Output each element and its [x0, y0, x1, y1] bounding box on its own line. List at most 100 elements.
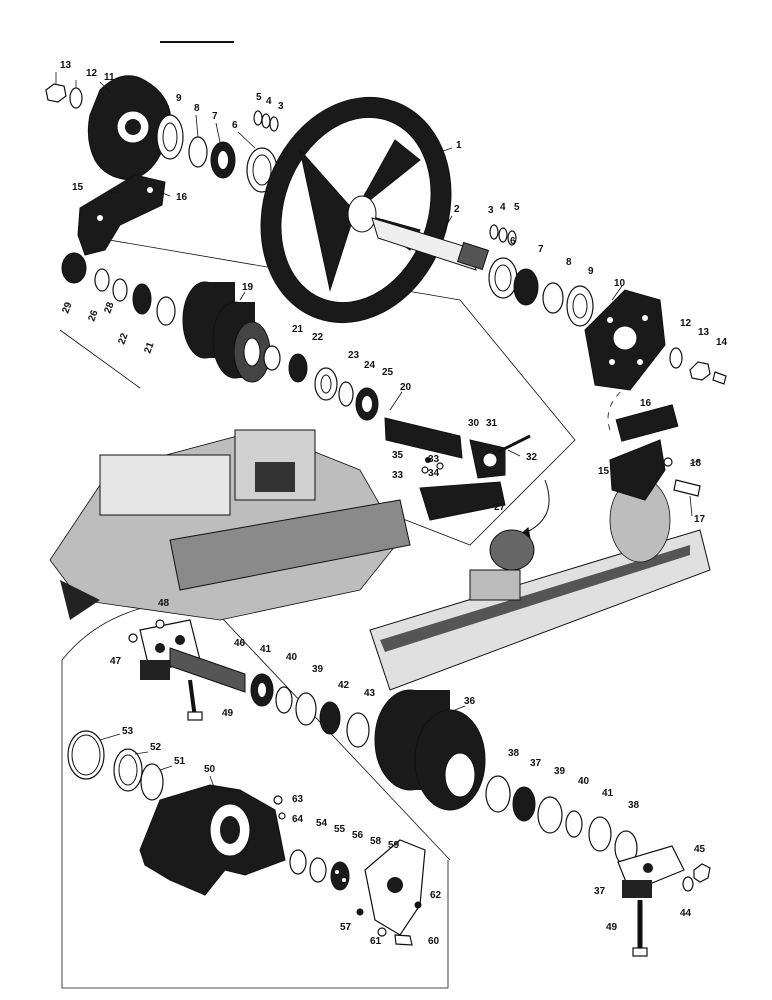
washer-44: [682, 876, 694, 892]
label-40-left: 40: [286, 652, 298, 663]
label-39-left: 39: [312, 664, 324, 675]
label-7-upper: 7: [212, 111, 218, 122]
label-23: 23: [348, 350, 360, 361]
label-60: 60: [428, 936, 440, 947]
label-37-right: 37: [594, 886, 606, 897]
label-15-lower: 15: [598, 466, 610, 477]
label-28: 28: [102, 300, 116, 315]
label-26: 26: [86, 308, 100, 323]
seal-41-right: [588, 816, 612, 852]
label-13-lower: 13: [698, 327, 710, 338]
label-9-lower: 9: [588, 266, 594, 277]
nut-18: [663, 457, 673, 467]
shaft-2: [371, 217, 490, 271]
label-2: 2: [454, 204, 460, 215]
label-8-upper: 8: [194, 103, 200, 114]
label-39-right: 39: [554, 766, 566, 777]
bolt-35: [425, 457, 431, 463]
disc-54: [289, 849, 307, 875]
washer-12-lower: [669, 347, 683, 369]
ring-3-upper: [269, 116, 279, 132]
cup-38-left: [485, 775, 511, 813]
disc-55: [309, 857, 327, 883]
ring-3-lower: [489, 224, 499, 240]
block-37-44: [617, 845, 685, 898]
washer-34: [436, 462, 444, 470]
label-45: 45: [694, 844, 706, 855]
label-14: 14: [716, 337, 728, 348]
ring-4-upper: [261, 113, 271, 129]
bearing-37: [512, 786, 536, 822]
label-17: 17: [694, 514, 706, 525]
label-34: 34: [428, 468, 440, 479]
label-56: 56: [352, 830, 364, 841]
nut-13-upper: [45, 83, 67, 103]
label-49-left: 49: [222, 708, 234, 719]
ring-40-right: [565, 810, 583, 838]
bolt-32: [497, 434, 531, 454]
label-5-upper: 5: [256, 92, 262, 103]
bearing-42: [319, 701, 341, 735]
label-27: 27: [494, 502, 506, 513]
ring-39-left: [295, 692, 317, 726]
ring-40-left: [275, 686, 293, 714]
ring-28: [112, 278, 128, 302]
label-63: 63: [292, 794, 304, 805]
dashed-guide: [607, 377, 641, 431]
bolt-63: [273, 795, 283, 805]
cup-21-left: [156, 296, 176, 326]
label-11: 11: [104, 72, 115, 83]
bracket-15-upper: [77, 174, 166, 256]
label-40-right: 40: [578, 776, 590, 787]
washer-61: [377, 927, 387, 937]
roller-36: [374, 689, 486, 811]
label-46: 46: [234, 638, 246, 649]
label-8-lower: 8: [566, 257, 572, 268]
screw-62: [414, 901, 422, 909]
nut-48: [155, 619, 165, 629]
label-38-right: 38: [628, 800, 640, 811]
label-44: 44: [680, 908, 692, 919]
label-37-mid: 37: [530, 758, 542, 769]
plate-16: [615, 404, 679, 442]
label-33b: 33: [392, 470, 404, 481]
label-64: 64: [292, 814, 304, 825]
label-47: 47: [110, 656, 122, 667]
label-9-upper: 9: [176, 93, 182, 104]
bolt-47: [128, 633, 138, 643]
label-43: 43: [364, 688, 376, 699]
ring-5-lower: [507, 230, 517, 246]
seal-51: [140, 763, 164, 801]
dozer-machine-illustration: [49, 429, 411, 621]
label-16-lower: 16: [640, 398, 652, 409]
label-54: 54: [316, 818, 328, 829]
bearing-22-right: [288, 353, 308, 383]
pointer-arrow-27: [519, 479, 550, 536]
label-4-upper: 4: [266, 96, 272, 107]
label-4-lower: 4: [500, 202, 506, 213]
label-32: 32: [526, 452, 538, 463]
shaft-20: [384, 417, 463, 459]
label-29: 29: [60, 300, 74, 315]
label-21-right: 21: [292, 324, 304, 335]
label-7-lower: 7: [538, 244, 544, 255]
nut-33: [421, 466, 429, 474]
bearing-7-lower: [513, 268, 539, 306]
label-41-left: 41: [260, 644, 272, 655]
label-51: 51: [174, 756, 186, 767]
fitting-14: [712, 371, 727, 385]
label-16-upper: 16: [176, 192, 188, 203]
cap-29: [61, 252, 87, 284]
label-48: 48: [158, 598, 170, 609]
label-36: 36: [464, 696, 476, 707]
label-3-upper: 3: [278, 101, 284, 112]
label-61: 61: [370, 936, 382, 947]
disc-56: [330, 861, 350, 891]
label-1: 1: [456, 140, 462, 151]
ring-39-right: [537, 796, 563, 834]
label-55: 55: [334, 824, 346, 835]
cup-8-upper: [188, 136, 208, 168]
label-5-lower: 5: [514, 202, 520, 213]
label-6-upper: 6: [232, 120, 238, 131]
label-58: 58: [370, 836, 382, 847]
